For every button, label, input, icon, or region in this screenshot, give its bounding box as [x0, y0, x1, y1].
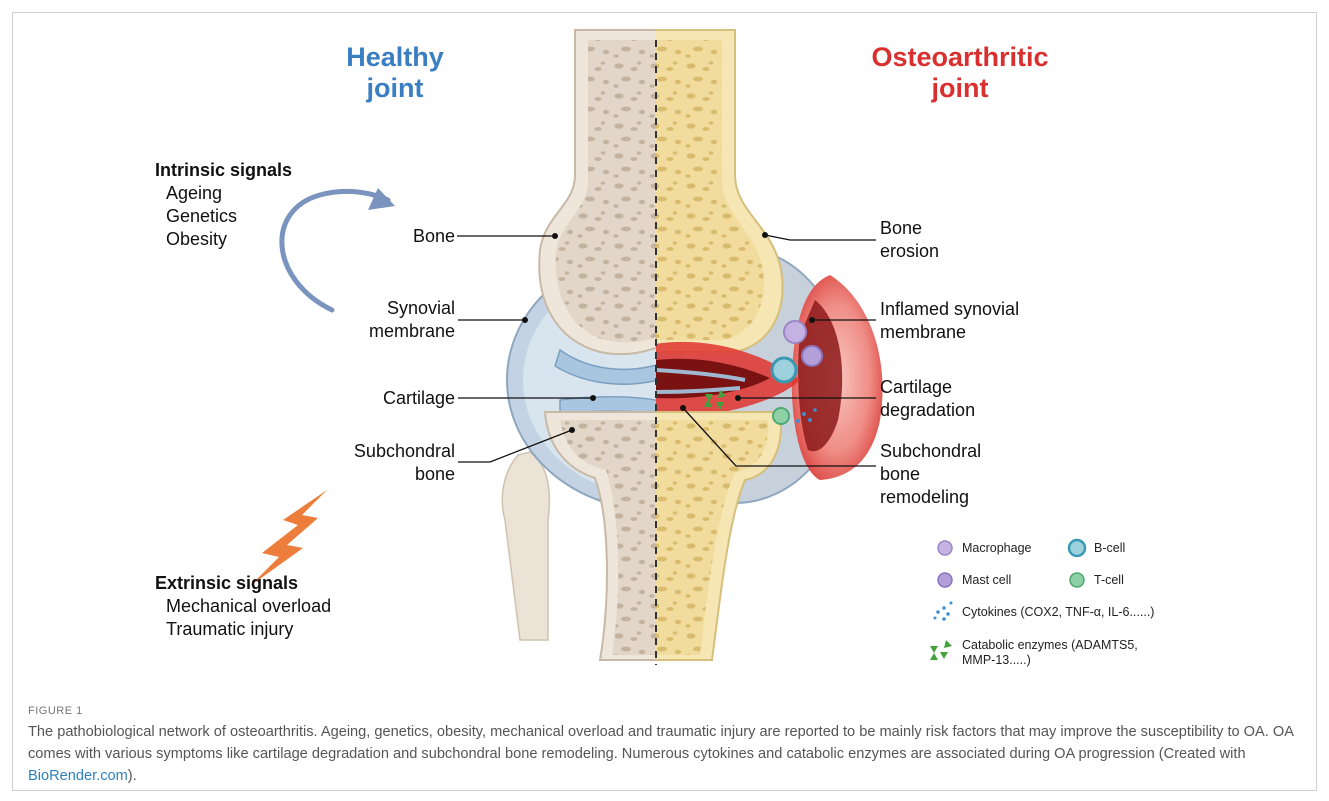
legend-catabolic-enzymes: Catabolic enzymes (ADAMTS5, MMP-13.....): [962, 638, 1138, 668]
legend-t-cell: T-cell: [1094, 573, 1124, 588]
intrinsic-signals-heading: Intrinsic signals: [155, 160, 292, 181]
label-bone: Bone: [340, 225, 455, 248]
extrinsic-item-mechanical: Mechanical overload: [166, 596, 331, 617]
biorender-link[interactable]: BioRender.com: [28, 768, 128, 784]
label-inflamed-synovial-membrane: Inflamed synovial membrane: [880, 298, 1019, 344]
label-cartilage: Cartilage: [340, 387, 455, 410]
caption-text: The pathobiological network of osteoarth…: [28, 724, 1293, 762]
lightning-icon: [250, 490, 327, 586]
figure-label: FIGURE 1: [28, 705, 83, 717]
legend-macrophage: Macrophage: [962, 541, 1032, 556]
figure-caption: The pathobiological network of osteoarth…: [28, 721, 1308, 787]
intrinsic-item-obesity: Obesity: [166, 229, 227, 250]
legend-b-cell: B-cell: [1094, 541, 1125, 556]
legend-cytokines: Cytokines (COX2, TNF-α, IL-6......): [962, 605, 1154, 620]
label-subchondral-bone: Subchondral bone: [320, 440, 455, 486]
healthy-joint-title: Healthy joint: [320, 42, 470, 104]
joint-illustration: [0, 0, 1329, 700]
label-cartilage-degradation: Cartilage degradation: [880, 376, 975, 422]
intrinsic-item-ageing: Ageing: [166, 183, 222, 204]
label-subchondral-remodeling: Subchondral bone remodeling: [880, 440, 981, 509]
caption-end: ).: [128, 768, 137, 784]
extrinsic-item-traumatic: Traumatic injury: [166, 619, 293, 640]
oa-joint-title: Osteoarthritic joint: [855, 42, 1065, 104]
fibula-bone: [502, 452, 549, 640]
extrinsic-signals-heading: Extrinsic signals: [155, 573, 298, 594]
intrinsic-item-genetics: Genetics: [166, 206, 237, 227]
legend-mast-cell: Mast cell: [962, 573, 1011, 588]
label-bone-erosion: Bone erosion: [880, 217, 939, 263]
label-synovial-membrane: Synovial membrane: [340, 297, 455, 343]
